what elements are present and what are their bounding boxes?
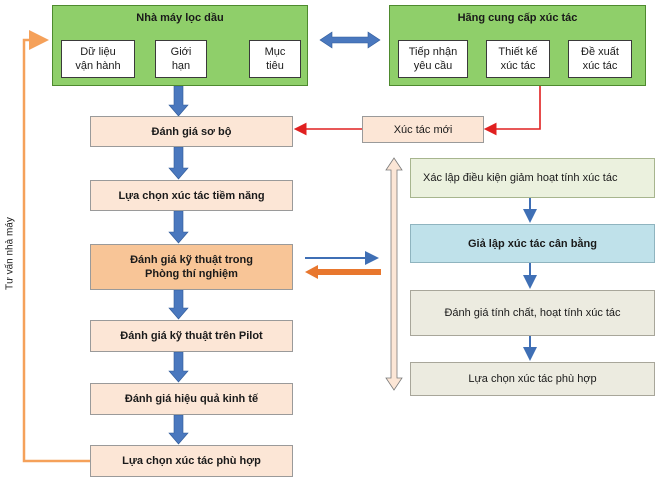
refinery-item-operating-data: Dữ liệu vận hành [61, 40, 135, 78]
supplier-group: Hãng cung cấp xúc tác Tiếp nhận yêu cầu … [389, 5, 646, 86]
new-catalyst-box: Xúc tác mới [362, 116, 484, 143]
lab-step-select-suitable-catalyst: Lựa chọn xúc tác phù hợp [410, 362, 655, 396]
lab-step-equilibrium-simulation: Giả lập xúc tác cân bằng [410, 224, 655, 263]
step-select-potential-catalyst: Lựa chọn xúc tác tiềm năng [90, 180, 293, 211]
step-preliminary-evaluation: Đánh giá sơ bộ [90, 116, 293, 147]
step-economic-evaluation: Đánh giá hiệu quả kinh tế [90, 383, 293, 415]
step-select-suitable-catalyst: Lựa chọn xúc tác phù hợp [90, 445, 293, 477]
main-flow-arrows [168, 85, 189, 445]
step-lab-technical-evaluation: Đánh giá kỹ thuật trong Phòng thí nghiệm [90, 244, 293, 290]
red-arrow-path [293, 86, 541, 136]
refinery-item-limits: Giới hạn [155, 40, 207, 78]
refinery-item-targets: Mục tiêu [249, 40, 301, 78]
sim-to-lab-arrow [305, 265, 381, 279]
supplier-item-propose-catalyst: Đề xuất xúc tác [568, 40, 632, 78]
lab-step-deactivation-conditions: Xác lập điều kiện giảm hoạt tính xúc tác [410, 158, 655, 198]
supplier-item-receive-request: Tiếp nhận yêu cầu [398, 40, 468, 78]
consulting-side-label: Tư vấn nhà máy [4, 217, 16, 290]
refinery-title: Nhà máy lọc dầu [136, 12, 224, 24]
supplier-title: Hãng cung cấp xúc tác [457, 12, 578, 24]
supplier-item-design-catalyst: Thiết kế xúc tác [486, 40, 550, 78]
lab-step-property-activity-evaluation: Đánh giá tính chất, hoạt tính xúc tác [410, 290, 655, 336]
vertical-double-arrow [385, 157, 403, 391]
consulting-feedback-loop [22, 30, 90, 463]
refinery-group: Nhà máy lọc dầu Dữ liệu vận hành Giới hạ… [52, 5, 308, 86]
double-arrow-refinery-supplier [319, 31, 381, 49]
step-pilot-technical-evaluation: Đánh giá kỹ thuật trên Pilot [90, 320, 293, 352]
